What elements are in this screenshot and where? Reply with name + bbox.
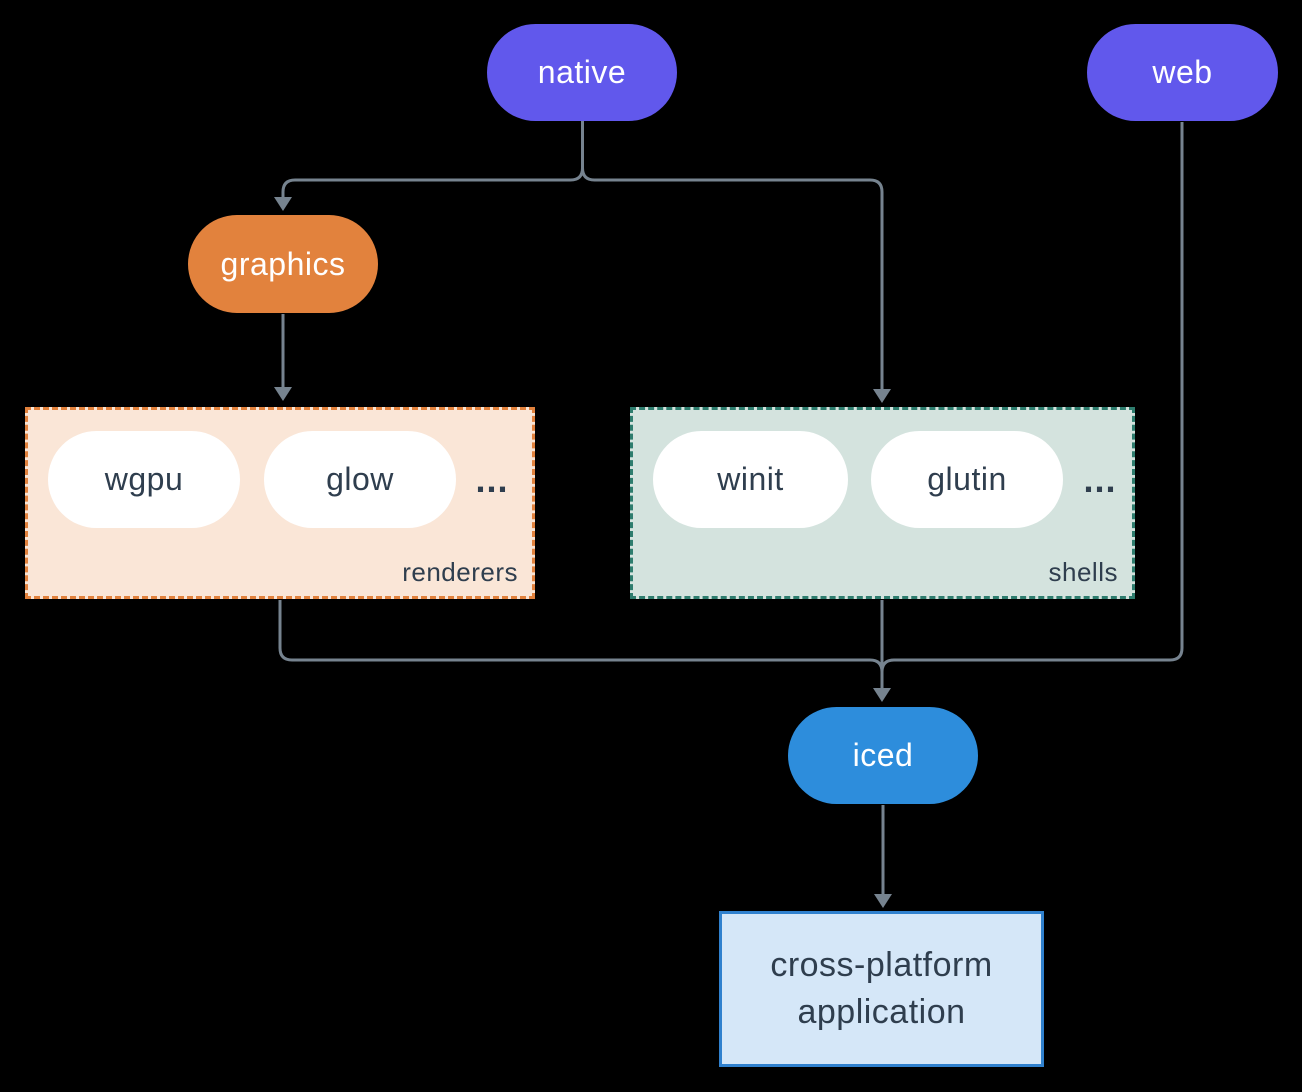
application-label-line1: cross-platform — [770, 946, 993, 984]
application-label-line2: application — [797, 993, 966, 1031]
node-web: web — [1087, 24, 1278, 121]
node-winit-label: winit — [717, 461, 784, 497]
node-application: cross-platform application — [719, 911, 1044, 1067]
node-graphics: graphics — [188, 215, 378, 313]
arrowhead-iced — [873, 688, 891, 702]
arrowhead-application — [874, 894, 892, 908]
node-wgpu-label: wgpu — [104, 461, 184, 497]
group-renderers: wgpu glow ... renderers — [25, 407, 535, 599]
arrowhead-shells — [873, 389, 891, 403]
node-glutin: glutin — [871, 431, 1063, 528]
node-winit: winit — [653, 431, 848, 528]
node-iced: iced — [788, 707, 978, 804]
node-glutin-label: glutin — [927, 461, 1007, 497]
edge-native-to-graphics — [281, 167, 584, 197]
node-web-label: web — [1152, 54, 1213, 90]
renderers-label: renderers — [402, 557, 518, 587]
node-wgpu: wgpu — [48, 431, 240, 528]
node-glow: glow — [264, 431, 456, 528]
node-iced-label: iced — [852, 737, 914, 773]
shells-ellipsis: ... — [1083, 458, 1117, 500]
node-native: native — [487, 24, 677, 121]
node-glow-label: glow — [326, 461, 394, 497]
group-shells: winit glutin ... shells — [630, 407, 1135, 599]
arrowhead-graphics — [274, 197, 292, 211]
shells-label: shells — [1048, 557, 1118, 587]
node-native-label: native — [537, 54, 627, 90]
node-graphics-label: graphics — [220, 245, 346, 282]
renderers-ellipsis: ... — [475, 458, 509, 500]
arrowhead-renderers — [274, 387, 292, 401]
edge-renderers-to-iced — [278, 600, 884, 673]
edge-native-to-shells — [581, 167, 884, 389]
